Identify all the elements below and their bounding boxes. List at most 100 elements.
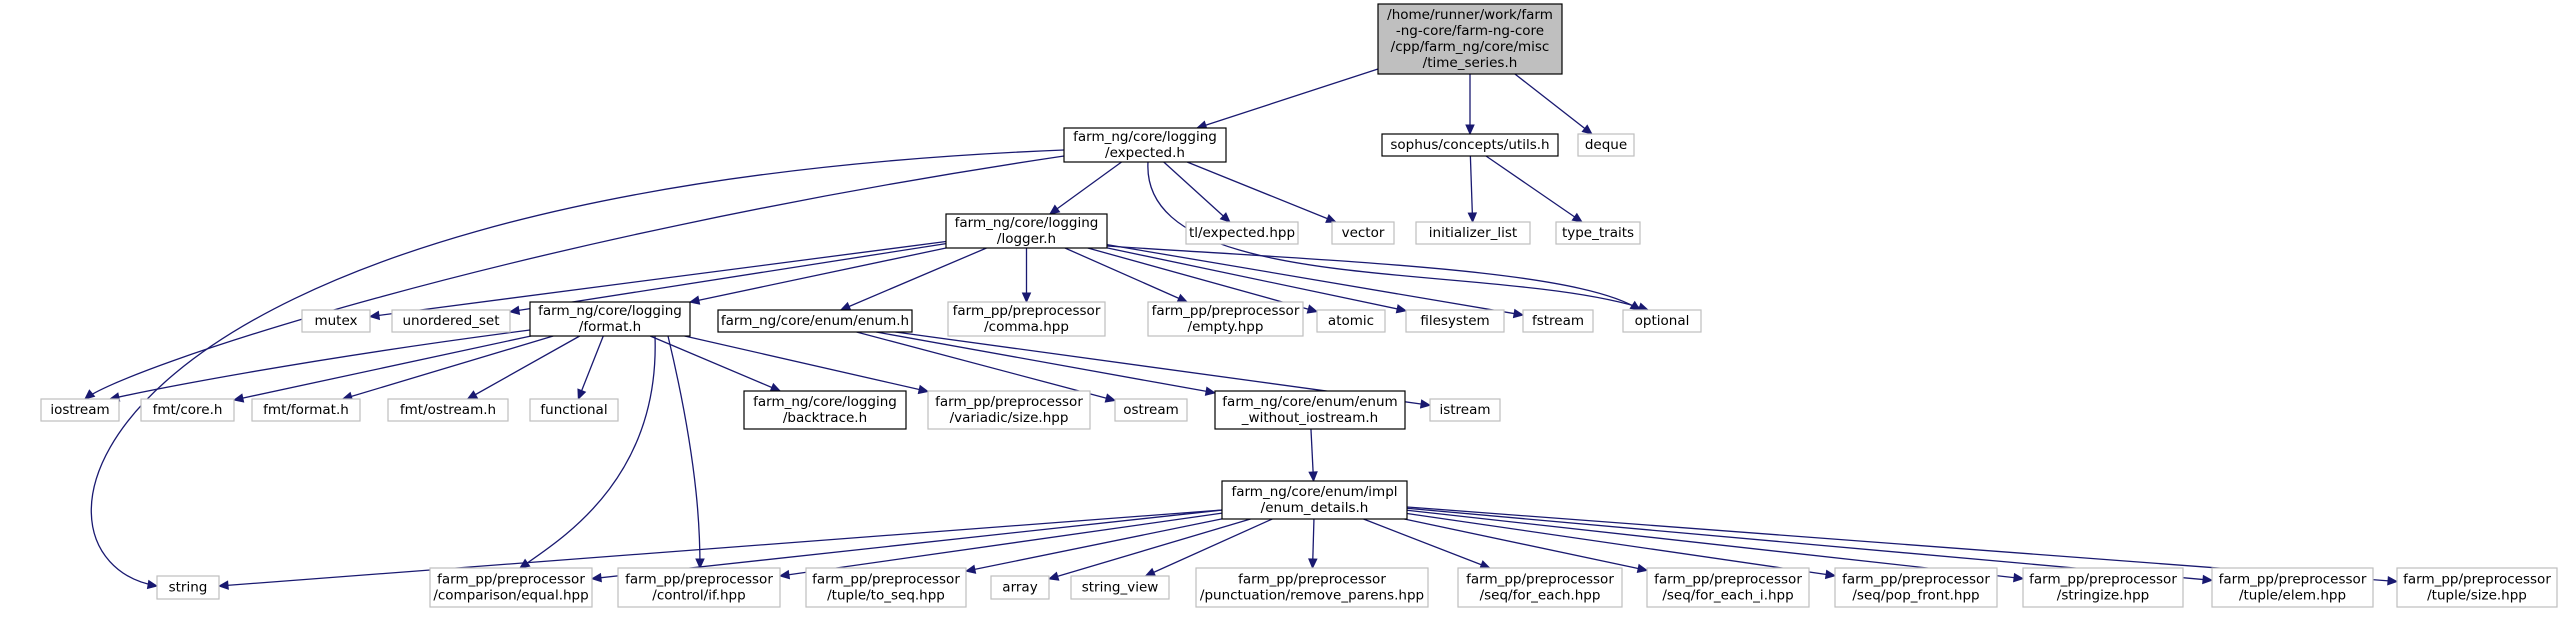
node-atomic: atomic	[1316, 309, 1386, 333]
node-label-line: /empty.hpp	[1188, 319, 1264, 335]
node-label-line: /tuple/size.hpp	[2427, 588, 2527, 604]
node-label-line: optional	[1635, 313, 1690, 329]
edge-arrowhead-icon	[1047, 571, 1060, 581]
node-logger[interactable]: farm_ng/core/logging/logger.h	[945, 213, 1108, 249]
edge-arrowhead-icon	[1308, 471, 1318, 483]
edge-arrowhead-icon	[1479, 560, 1491, 570]
node-format[interactable]: farm_ng/core/logging/format.h	[529, 301, 691, 337]
edge-logger-to-enum_h	[839, 247, 987, 311]
edge-line	[649, 335, 781, 392]
edge-line	[467, 335, 581, 400]
edge-line	[1087, 247, 1318, 313]
node-label-line: string_view	[1082, 580, 1159, 596]
edge-arrowhead-icon	[1419, 399, 1432, 409]
edge-line	[84, 155, 1065, 400]
edge-arrowhead-icon	[2387, 576, 2399, 586]
node-box	[990, 575, 1050, 600]
edge-sophus_utils-to-type_traits	[1485, 155, 1584, 223]
edge-arrowhead-icon	[590, 572, 602, 583]
edge-arrowhead-icon	[1219, 212, 1231, 223]
node-label-line: farm_pp/preprocessor	[2219, 572, 2367, 588]
edge-arrowhead-icon	[778, 569, 791, 580]
edge-arrowhead-icon	[466, 390, 479, 400]
edge-arrowhead-icon	[695, 558, 705, 570]
node-fmt-ostream: fmt/ostream.h	[387, 398, 509, 422]
node-label-line: farm_ng/core/logging	[538, 303, 682, 319]
node-label-line: farm_pp/preprocessor	[2029, 572, 2177, 588]
node-box	[1381, 133, 1559, 157]
node-box	[156, 575, 220, 600]
node-box	[1555, 221, 1641, 245]
node-box	[743, 390, 907, 430]
edge-line	[577, 335, 604, 400]
node-filesystem: filesystem	[1405, 309, 1505, 333]
edge-arrowhead-icon	[1325, 214, 1337, 223]
edge-arrowhead-icon	[368, 310, 381, 321]
node-box	[140, 398, 235, 422]
node-box	[1221, 480, 1408, 520]
node-label-line: farm_pp/preprocessor	[812, 572, 960, 588]
edge-root-to-expected	[1195, 68, 1379, 130]
node-label-line: string	[169, 580, 208, 596]
edge-line	[779, 512, 1223, 577]
node-iostream: iostream	[40, 398, 120, 422]
edge-line	[1485, 155, 1583, 223]
node-expected[interactable]: farm_ng/core/logging/expected.h	[1063, 127, 1227, 163]
node-sophus-utils[interactable]: sophus/concepts/utils.h	[1381, 133, 1559, 157]
node-label-line: farm_pp/preprocessor	[935, 394, 1083, 410]
node-box	[1070, 575, 1170, 600]
edge-line	[876, 331, 1216, 394]
edge-line	[233, 335, 532, 401]
edge-enum_details-to-array	[1047, 518, 1251, 581]
node-root[interactable]: /home/runner/work/farm-ng-core/farm-ng-c…	[1377, 3, 1563, 75]
node-label-line: farm_pp/preprocessor	[1466, 572, 1614, 588]
node-box	[2396, 567, 2558, 608]
node-box	[1331, 221, 1395, 245]
edge-line	[1196, 68, 1379, 129]
node-tuple-size: farm_pp/preprocessor/tuple/size.hpp	[2396, 567, 2558, 608]
node-mutex: mutex	[301, 309, 371, 333]
node-unordered-set: unordered_set	[391, 309, 511, 333]
edge-line	[684, 335, 929, 393]
node-label-line: /comparison/equal.hpp	[433, 588, 588, 604]
node-box	[1622, 309, 1702, 333]
node-box	[1522, 309, 1594, 333]
node-box	[429, 567, 593, 608]
edge-line	[1363, 518, 1490, 569]
edge-arrowhead-icon	[84, 389, 96, 400]
edge-logger-to-comma	[1021, 248, 1032, 304]
edge-enum_h-to-ostream	[856, 331, 1117, 403]
node-box	[1377, 3, 1563, 75]
edge-arrowhead-icon	[1308, 558, 1318, 570]
node-box	[2022, 567, 2184, 608]
node-enum-details[interactable]: farm_ng/core/enum/impl/enum_details.h	[1221, 480, 1408, 520]
node-label-line: /variadic/size.hpp	[950, 410, 1069, 426]
node-array: array	[990, 575, 1050, 600]
node-backtrace[interactable]: farm_ng/core/logging/backtrace.h	[743, 390, 907, 430]
edge-logger-to-unordered_set	[508, 242, 947, 316]
node-label-line: fmt/core.h	[153, 402, 223, 418]
node-label-line: deque	[1585, 137, 1627, 153]
node-box	[529, 398, 619, 422]
edge-enum_details-to-control_if	[778, 512, 1223, 580]
edge-line	[591, 509, 1223, 580]
node-fmt-core: fmt/core.h	[140, 398, 235, 422]
edge-expected-to-logger	[1048, 161, 1122, 215]
node-label-line: farm_pp/preprocessor	[953, 303, 1101, 319]
node-control-if: farm_pp/preprocessor/control/if.hpp	[617, 567, 781, 608]
node-enum-wo-iostream[interactable]: farm_ng/core/enum/enum_without_iostream.…	[1214, 390, 1406, 430]
edge-line	[1404, 518, 1648, 571]
edge-arrowhead-icon	[1629, 300, 1642, 311]
node-box	[529, 301, 691, 337]
node-label-line: /seq/for_each.hpp	[1480, 588, 1601, 604]
edge-line	[90, 149, 1065, 587]
node-box	[947, 301, 1106, 337]
node-label-line: fmt/format.h	[263, 402, 349, 418]
node-enum-h[interactable]: farm_ng/core/enum/enum.h	[717, 309, 913, 333]
node-label-line: sophus/concepts/utils.h	[1390, 137, 1549, 153]
node-box	[1415, 221, 1531, 245]
node-label-line: farm_ng/core/logging	[1073, 129, 1217, 145]
edge-arrowhead-icon	[1467, 212, 1478, 224]
edge-line	[1186, 161, 1336, 223]
node-label-line: -ng-core/farm-ng-core	[1396, 23, 1544, 39]
